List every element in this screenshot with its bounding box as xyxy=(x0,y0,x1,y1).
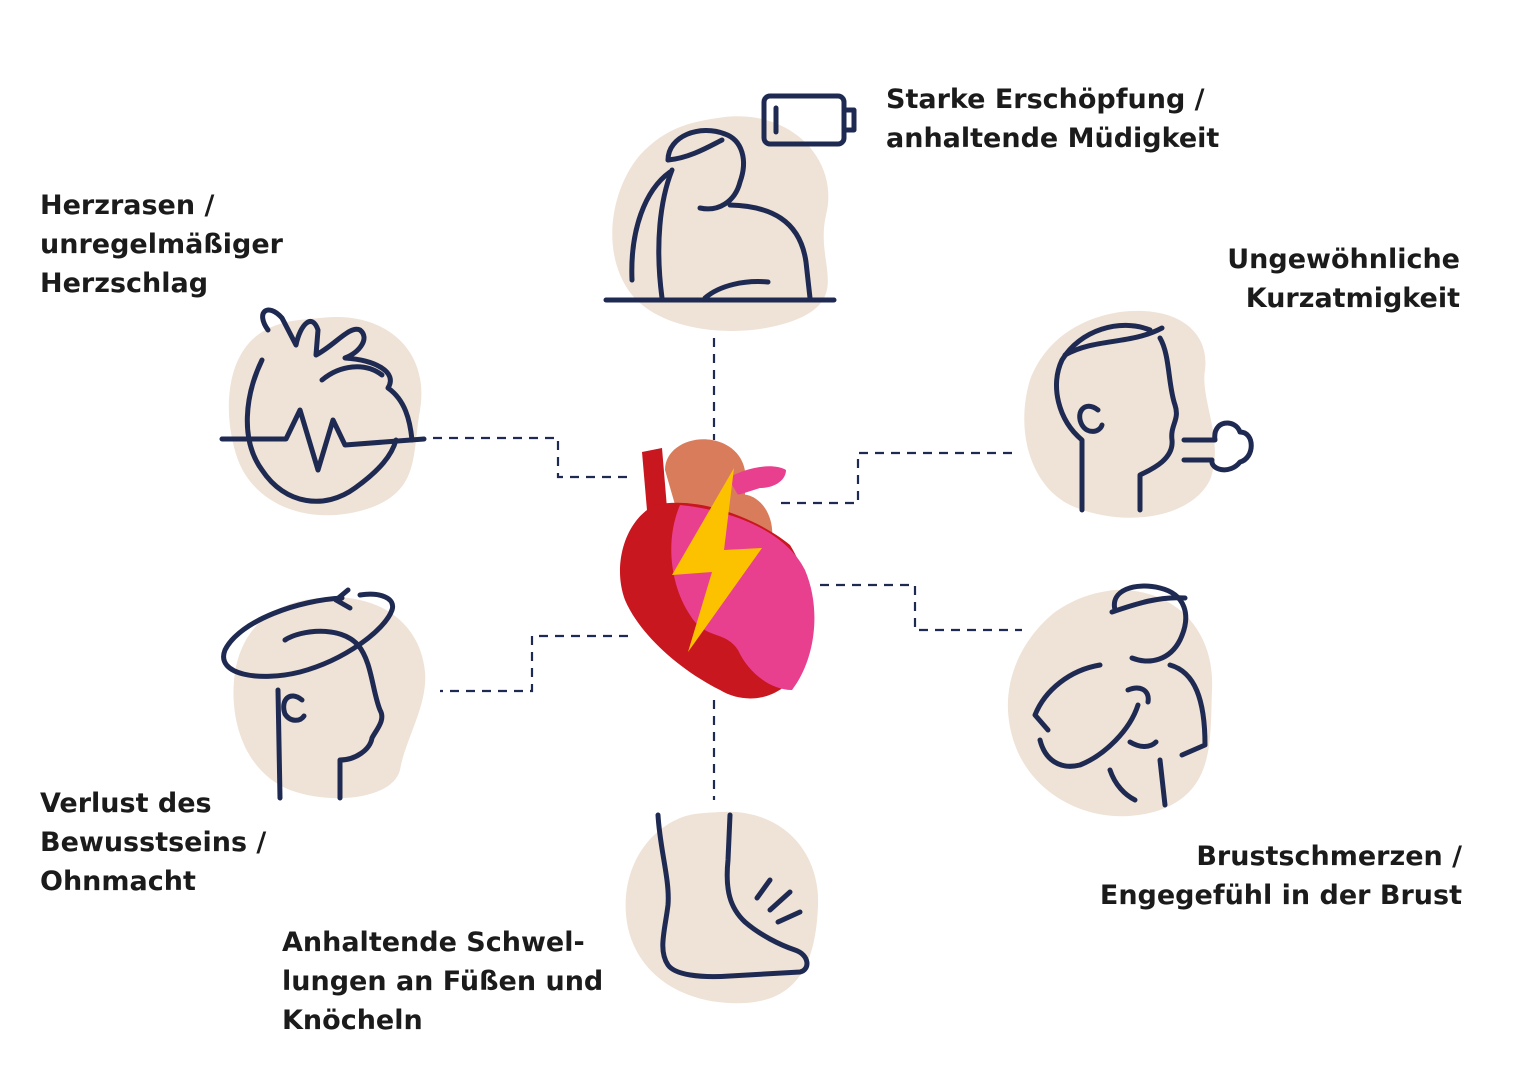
hand-lines xyxy=(1125,685,1159,749)
blob-fainting xyxy=(233,597,426,799)
person-breathing-icon xyxy=(1053,322,1254,513)
connector-right-upper xyxy=(775,451,1012,505)
heart-inner-vessel xyxy=(319,364,385,383)
label-breath-line-2: Kurzatmigkeit xyxy=(1245,283,1460,314)
blob-swelling xyxy=(625,811,819,1004)
swelling-mark-1 xyxy=(754,877,773,901)
ear xyxy=(1077,403,1105,434)
label-fainting-line-1: Verlust des xyxy=(40,788,212,819)
battery-cap xyxy=(841,107,857,133)
label-chest: Brustschmerzen / Engegefühl in der Brust xyxy=(1100,837,1462,915)
chest-pain-person-icon xyxy=(1032,583,1208,808)
blob-palpitations xyxy=(228,316,422,516)
face-front xyxy=(1137,335,1179,513)
connector-left-upper xyxy=(433,436,628,479)
arm-to-chest xyxy=(1037,702,1141,769)
torso xyxy=(1107,757,1168,808)
head-outline xyxy=(282,628,385,801)
label-fainting-line-2: Bewusstseins / xyxy=(40,827,267,858)
breath-cloud xyxy=(1181,420,1254,473)
person-head xyxy=(665,128,746,212)
neck xyxy=(275,687,283,801)
hair-chest xyxy=(1109,595,1188,615)
swelling-mark-2 xyxy=(767,889,793,913)
anatomical-heart-outline xyxy=(244,307,415,504)
label-swelling-line-3: Knöcheln xyxy=(282,1005,423,1036)
dizzy-orbit xyxy=(221,591,396,679)
label-chest-line-1: Brustschmerzen / xyxy=(1196,841,1462,872)
head xyxy=(1111,583,1189,664)
orbit-arrow xyxy=(333,587,353,611)
label-swelling-line-1: Anhaltende Schwel- xyxy=(282,927,585,958)
leg-back xyxy=(655,812,810,980)
shoulders xyxy=(1032,662,1208,758)
label-palpitations-line-3: Herzschlag xyxy=(40,268,209,299)
label-fatigue-line-1: Starke Erschöpfung / xyxy=(886,84,1205,115)
swollen-foot-icon xyxy=(655,812,810,980)
ecg-line xyxy=(219,407,427,473)
label-palpitations-line-1: Herzrasen / xyxy=(40,190,215,221)
person-hand xyxy=(656,167,675,301)
person-arm xyxy=(629,169,673,283)
label-swelling-line-2: lungen an Füßen und xyxy=(282,966,604,997)
battery-body xyxy=(761,93,847,147)
ear-faint xyxy=(281,693,307,723)
person-hair xyxy=(665,137,725,163)
dizzy-head-icon xyxy=(221,587,396,801)
label-fainting: Verlust des Bewusstseins / Ohnmacht xyxy=(40,784,266,901)
swelling-mark-3 xyxy=(775,909,803,925)
heart-aorta xyxy=(642,448,668,522)
label-palpitations: Herzrasen / unregelmäßiger Herzschlag xyxy=(40,186,283,303)
label-breath-line-1: Ungewöhnliche xyxy=(1227,244,1460,275)
label-palpitations-line-2: unregelmäßiger xyxy=(40,229,283,260)
tired-person-battery-icon xyxy=(603,93,857,303)
blob-fatigue xyxy=(612,116,829,331)
connector-lines xyxy=(433,338,1022,800)
face-profile xyxy=(1053,322,1153,513)
person-shoulder xyxy=(727,202,813,301)
hair xyxy=(1062,325,1165,358)
person-forearm xyxy=(702,279,771,301)
heart-lightning-icon xyxy=(619,439,815,699)
label-breath: Ungewöhnliche Kurzatmigkeit xyxy=(1227,240,1460,318)
connector-right-lower xyxy=(820,583,1022,632)
label-fatigue-line-2: anhaltende Müdigkeit xyxy=(886,123,1220,154)
label-swelling: Anhaltende Schwel- lungen an Füßen und K… xyxy=(282,923,603,1040)
label-chest-line-2: Engegefühl in der Brust xyxy=(1099,880,1462,911)
label-fainting-line-3: Ohnmacht xyxy=(40,866,196,897)
lightning-bolt xyxy=(672,468,762,652)
label-fatigue: Starke Erschöpfung / anhaltende Müdigkei… xyxy=(886,80,1219,158)
heart-ecg-icon xyxy=(219,307,427,504)
connector-left-lower xyxy=(440,634,628,693)
heart-artery-pink xyxy=(728,466,786,495)
